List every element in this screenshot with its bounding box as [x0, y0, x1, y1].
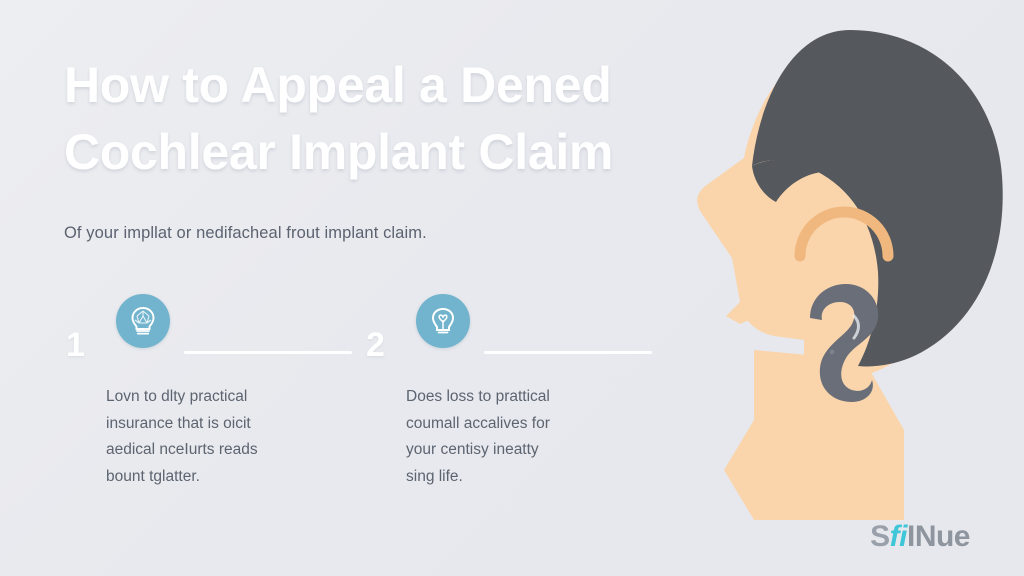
step-1-body: Lovn to dlty practical insurance that is…: [106, 388, 258, 485]
chin-shape: [726, 302, 754, 324]
page-title: How to Appeal a Dened Cochlear Implant C…: [64, 52, 854, 186]
subtitle: Of your impllat or nedifacheal frout imp…: [64, 224, 427, 242]
step-2-divider: [484, 351, 652, 354]
step-2-body: Does loss to prattical coumall accalives…: [406, 388, 550, 485]
title-line-2: Cochlear Implant Claim: [64, 124, 614, 180]
cochlear-implant-device: [810, 284, 879, 402]
lightbulb-idea-icon: [116, 294, 170, 348]
step-2-number: 2: [366, 326, 385, 364]
step-1-number: 1: [66, 326, 85, 364]
step-item-1: 1 Lovn to dlty practical insurance that …: [64, 288, 364, 491]
title-line-1: How to Appeal a Dened: [64, 57, 612, 113]
logo-part-2: fi: [889, 520, 908, 553]
brand-logo: SfiINue: [870, 520, 970, 554]
step-item-2: 2 Does loss to prattical coumall accaliv…: [364, 288, 664, 491]
lightbulb-outline-icon: [416, 294, 470, 348]
step-2-header: 2: [364, 288, 664, 368]
steps-list: 1 Lovn to dlty practical insurance that …: [64, 288, 664, 491]
ear-arc: [794, 206, 894, 262]
step-1-divider: [184, 351, 352, 354]
logo-part-3: INue: [906, 520, 971, 553]
logo-part-1: S: [870, 520, 890, 553]
neck-shape: [724, 350, 904, 520]
step-1-header: 1: [64, 288, 364, 368]
